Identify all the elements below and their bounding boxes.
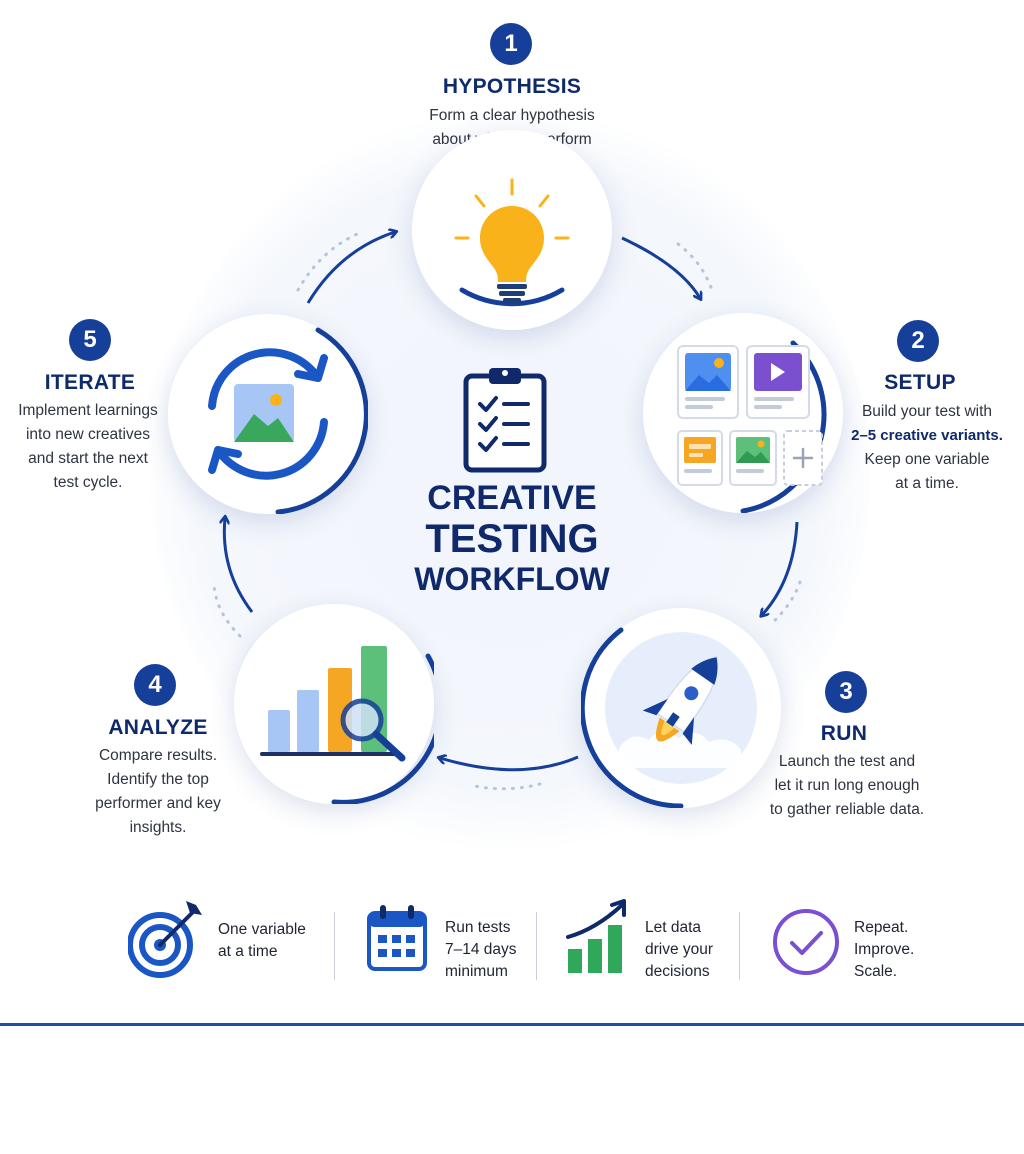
tip-1-text: One variable at a time <box>218 919 306 963</box>
creative-variants-icon <box>677 345 823 486</box>
step-2-description: Build your test with 2–5 creative varian… <box>832 400 1022 496</box>
step-4-node <box>234 604 434 804</box>
tip-2-line: 7–14 days <box>445 941 517 958</box>
step-4-description: Compare results. Identify the top perfor… <box>68 744 248 840</box>
step-2-number: 2 <box>897 320 939 362</box>
arrow-setup-to-run <box>762 521 799 615</box>
step-3-title: RUN <box>820 722 868 745</box>
step-4-title: ANALYZE <box>108 716 208 739</box>
tip-1-line: at a time <box>218 943 278 960</box>
step-3-desc-line: to gather reliable data. <box>769 801 925 818</box>
arrow-dots-3-4 <box>468 782 542 791</box>
step-3-description: Launch the test and let it run long enou… <box>752 750 942 822</box>
step-5-title: ITERATE <box>44 371 136 394</box>
check-circle-icon <box>773 909 839 975</box>
step-2-desc-line: Keep one variable <box>864 451 990 468</box>
center-title-line-3: WORKFLOW <box>414 561 610 597</box>
step-3-desc-line: Launch the test and <box>778 753 916 770</box>
tip-4-text: Repeat. Improve. Scale. <box>854 917 914 983</box>
refresh-image-icon <box>208 348 328 480</box>
tip-3-text: Let data drive your decisions <box>645 917 713 983</box>
separator <box>334 912 335 980</box>
step-5-description: Implement learnings into new creatives a… <box>0 399 176 495</box>
step-3-desc-line: let it run long enough <box>774 777 920 794</box>
tip-2-line: Run tests <box>445 919 511 936</box>
arrow-analyze-to-iterate <box>224 518 254 613</box>
tip-run-tests: Run tests 7–14 days minimum <box>366 895 536 985</box>
step-1-desc-line: Form a clear hypothesis <box>429 107 595 124</box>
tip-repeat-improve-scale: Repeat. Improve. Scale. <box>771 895 941 985</box>
arrow-dots-5-1 <box>296 230 364 292</box>
step-2-desc-line: Build your test with <box>861 403 993 420</box>
bar-chart-magnifier-icon <box>260 646 406 762</box>
clipboard-checklist-icon <box>462 364 548 474</box>
separator <box>536 912 537 980</box>
step-5-desc-line: Implement learnings <box>18 402 158 419</box>
step-4-number: 4 <box>134 664 176 706</box>
target-arrow-icon <box>128 901 202 978</box>
bottom-rule <box>0 1023 1024 1026</box>
tip-3-line: drive your <box>645 941 714 958</box>
arrow-iterate-to-hypothesis <box>306 232 395 304</box>
arrow-dots-1-2 <box>676 242 714 292</box>
center-title: CREATIVE TESTING WORKFLOW <box>362 478 662 598</box>
tip-4-line: Scale. <box>854 963 898 980</box>
step-5-desc-line: into new creatives <box>25 426 151 443</box>
tip-2-text: Run tests 7–14 days minimum <box>445 917 517 983</box>
step-4-desc-line: Identify the top <box>107 771 209 788</box>
step-2-desc-line: 2–5 creative variants. <box>851 427 1003 444</box>
arrow-hypothesis-to-setup <box>621 236 700 298</box>
tip-let-data-drive: Let data drive your decisions <box>566 895 736 985</box>
step-5-node <box>168 314 368 514</box>
tip-1-line: One variable <box>218 921 306 938</box>
separator <box>739 912 740 980</box>
step-5-desc-line: test cycle. <box>53 474 123 491</box>
calendar-icon <box>367 905 427 971</box>
step-1-number: 1 <box>490 23 532 65</box>
step-1-title: HYPOTHESIS <box>442 75 582 98</box>
step-2-desc-line: at a time. <box>895 475 959 492</box>
rocket-icon <box>642 656 718 745</box>
tip-3-line: decisions <box>645 963 710 980</box>
step-2-title: SETUP <box>884 371 956 394</box>
step-2-node <box>643 313 843 513</box>
step-5-number: 5 <box>69 319 111 361</box>
step-3-node <box>581 608 781 808</box>
center-title-line-1: CREATIVE <box>427 479 597 517</box>
arrow-run-to-analyze <box>440 757 579 772</box>
arrow-dots-4-5 <box>212 583 242 638</box>
step-4-desc-line: insights. <box>129 819 187 836</box>
step-4-desc-line: Compare results. <box>98 747 217 764</box>
tip-one-variable: One variable at a time <box>128 895 328 985</box>
tip-2-line: minimum <box>445 963 508 980</box>
tip-4-line: Repeat. <box>854 919 909 936</box>
tip-3-line: Let data <box>645 919 702 936</box>
lightbulb-icon <box>454 178 570 303</box>
step-5-desc-line: and start the next <box>28 450 148 467</box>
growth-chart-icon <box>566 899 626 973</box>
center-title-line-2: TESTING <box>425 517 599 561</box>
tip-4-line: Improve. <box>854 941 915 958</box>
step-4-desc-line: performer and key <box>95 795 221 812</box>
step-3-number: 3 <box>825 671 867 713</box>
step-1-node <box>412 130 612 330</box>
